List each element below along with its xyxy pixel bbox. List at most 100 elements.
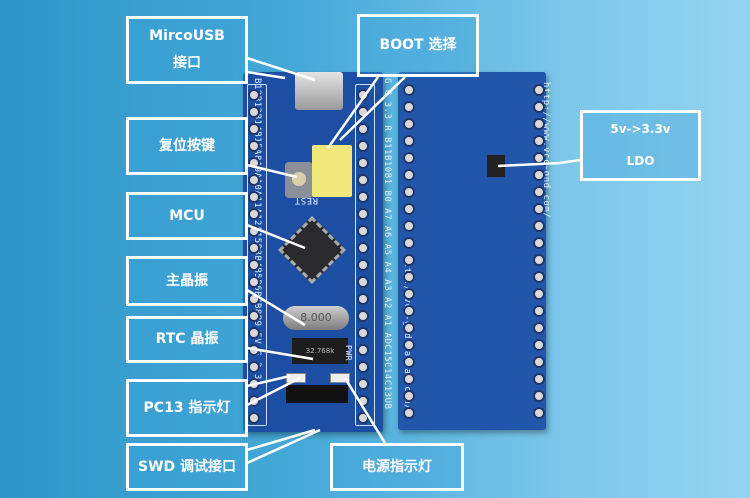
header-pin <box>357 208 369 220</box>
micro-usb-port <box>295 72 343 110</box>
label-rtc-crystal-text: RTC 晶振 <box>155 331 219 348</box>
header-pin <box>357 140 369 152</box>
header-pin <box>403 169 415 181</box>
label-boot: BOOT 选择 <box>357 14 479 77</box>
header-pin <box>403 118 415 130</box>
header-pin <box>357 412 369 424</box>
header-pin <box>248 123 260 135</box>
header-pin <box>248 89 260 101</box>
line-usb-2 <box>246 70 286 80</box>
line-pc13 <box>246 374 291 388</box>
header-pin <box>403 407 415 419</box>
label-usb-line1: MircoUSB <box>149 28 225 45</box>
line-rtc <box>246 346 314 361</box>
power-led <box>330 373 350 383</box>
label-main-crystal-text: 主晶振 <box>166 272 208 289</box>
header-pin <box>248 208 260 220</box>
header-pin <box>533 407 545 419</box>
header-pin <box>357 259 369 271</box>
header-pin <box>533 220 545 232</box>
header-pin <box>403 220 415 232</box>
header-pin <box>248 361 260 373</box>
header-pin <box>533 271 545 283</box>
header-pin <box>248 276 260 288</box>
header-pin <box>533 203 545 215</box>
header-pin <box>403 288 415 300</box>
label-rtc-crystal: RTC 晶振 <box>126 316 248 363</box>
rtc-crystal: 32.768k <box>292 338 348 364</box>
header-pin <box>533 186 545 198</box>
header-pin <box>357 242 369 254</box>
header-pin <box>533 322 545 334</box>
header-pin <box>248 327 260 339</box>
label-reset-text: 复位按键 <box>159 137 215 154</box>
header-pin <box>403 322 415 334</box>
line-boot <box>326 76 380 149</box>
label-mcu-text: MCU <box>169 207 205 224</box>
header-pin <box>248 259 260 271</box>
header-pin <box>403 339 415 351</box>
header-pin <box>533 390 545 402</box>
line-reset <box>246 163 298 179</box>
label-pc13-led: PC13 指示灯 <box>126 379 248 437</box>
label-usb: MircoUSB 接口 <box>126 16 248 84</box>
header-pin <box>403 305 415 317</box>
header-pin <box>403 356 415 368</box>
header-pin <box>357 157 369 169</box>
header-pin <box>248 191 260 203</box>
line-pc13-2 <box>246 376 301 407</box>
header-pin <box>533 101 545 113</box>
header-pin <box>357 225 369 237</box>
label-pc13-led-text: PC13 指示灯 <box>143 399 231 416</box>
label-main-crystal: 主晶振 <box>126 256 248 306</box>
header-pin <box>403 152 415 164</box>
label-swd-text: SWD 调试接口 <box>137 458 237 475</box>
header-pin <box>533 339 545 351</box>
label-power-led: 电源指示灯 <box>330 443 464 491</box>
label-ldo-line1: 5v->3.3v <box>610 122 671 137</box>
header-pin <box>403 101 415 113</box>
label-ldo: 5v->3.3v LDO <box>580 110 701 181</box>
boot-jumpers <box>312 145 352 197</box>
header-pin <box>357 293 369 305</box>
header-pin <box>403 390 415 402</box>
header-pin <box>403 271 415 283</box>
header-pin <box>357 327 369 339</box>
header-pin <box>533 356 545 368</box>
header-pin <box>533 135 545 147</box>
swd-header <box>286 385 348 403</box>
header-pin <box>357 361 369 373</box>
header-pin <box>248 140 260 152</box>
header-pin <box>533 254 545 266</box>
line-boot-2 <box>339 76 406 141</box>
line-swd-2 <box>246 428 321 465</box>
header-pin <box>533 305 545 317</box>
header-pin <box>357 344 369 356</box>
header-pin <box>248 242 260 254</box>
left-header <box>247 84 267 426</box>
header-pin <box>248 174 260 186</box>
header-pin <box>403 254 415 266</box>
reset-button <box>285 162 313 198</box>
line-power <box>343 377 387 444</box>
header-pin <box>403 84 415 96</box>
header-pin <box>533 118 545 130</box>
header-pin <box>357 378 369 390</box>
label-mcu: MCU <box>126 192 248 240</box>
line-main <box>246 288 306 327</box>
line-usb <box>246 56 316 82</box>
header-pin <box>357 174 369 186</box>
header-pin <box>403 203 415 215</box>
ldo-chip <box>487 155 505 177</box>
header-pin <box>403 237 415 249</box>
line-mcu <box>246 223 306 250</box>
header-pin <box>533 373 545 385</box>
label-swd: SWD 调试接口 <box>126 443 248 491</box>
header-pin <box>248 310 260 322</box>
header-pin <box>403 135 415 147</box>
header-pin <box>403 186 415 198</box>
label-power-led-text: 电源指示灯 <box>362 458 432 475</box>
header-pin <box>357 276 369 288</box>
header-pin <box>357 123 369 135</box>
